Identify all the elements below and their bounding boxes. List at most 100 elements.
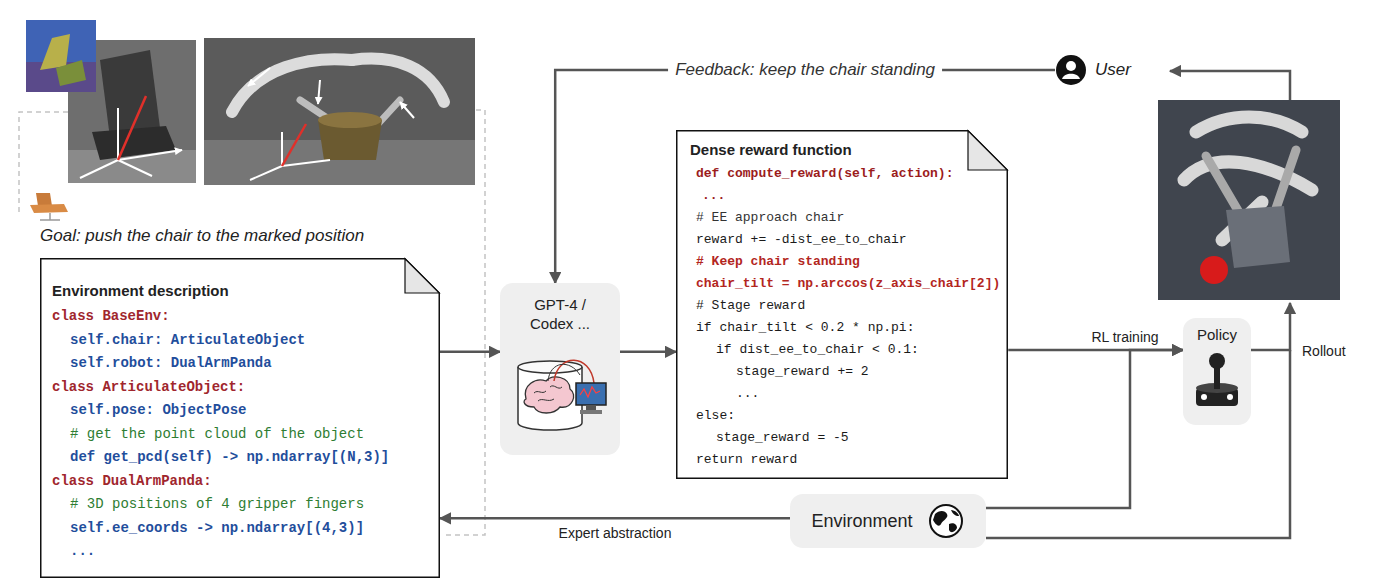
code-line: reward += -dist_ee_to_chair: [696, 229, 1000, 251]
scene-inset: [40, 34, 70, 70]
flow-label: Rollout: [1302, 343, 1346, 359]
rollout-render: [1200, 256, 1228, 284]
scene-inset: [26, 20, 96, 92]
globe-icon: [933, 511, 947, 526]
user-actor: User: [1055, 54, 1133, 86]
code-line: ...: [736, 383, 1000, 405]
chair-icon: [30, 204, 68, 213]
code-line: class DualArmPanda:: [52, 470, 426, 494]
code-line: ...: [702, 185, 1000, 207]
code-panel: Dense reward function def compute_reward(…: [676, 130, 1008, 479]
rollout-render: [1196, 117, 1302, 132]
brain-jar-icon: [580, 387, 600, 397]
robot-photo: [281, 132, 283, 166]
chair-icon: [49, 213, 51, 220]
globe-icon: [930, 505, 962, 537]
rollout-wires: [986, 71, 1290, 538]
code-line: class ArticulateObject:: [52, 376, 426, 400]
globe-icon: [927, 502, 965, 540]
user-icon: [1062, 74, 1080, 79]
robot-photo: [282, 160, 330, 166]
panel-heading: Dense reward function: [690, 140, 1000, 160]
policy-box: Policy: [1183, 318, 1251, 425]
chair-photo: [92, 126, 176, 160]
robot-photo: [400, 102, 414, 118]
code-line: # EE approach chair: [696, 207, 1000, 229]
brain-jar-icon: [524, 377, 574, 413]
environment-box: Environment: [790, 494, 986, 548]
code-line: stage_reward = -5: [716, 427, 1000, 449]
code-line: def compute_reward(self, action):: [696, 163, 1000, 185]
code-line: self.chair: ArticulateObject: [70, 329, 426, 353]
code-line: # Keep chair standing: [696, 251, 1000, 273]
brain-jar-icon: [510, 345, 610, 437]
dashed-bracket: [19, 112, 68, 214]
model-box: GPT-4 / Codex ...: [500, 283, 620, 455]
box-label: Policy: [1187, 325, 1247, 344]
user-icon: [1055, 54, 1087, 86]
flow-arrow: [620, 351, 676, 354]
user-icon: [1066, 61, 1076, 71]
rollout-wires: [1251, 303, 1290, 350]
panel-heading: Environment description: [52, 280, 426, 302]
chair-icon: [40, 219, 60, 221]
code-line: # 3D positions of 4 gripper fingers: [70, 493, 426, 517]
code-line: else:: [696, 405, 1000, 427]
folded-corner: [405, 259, 439, 293]
code-line: if chair_tilt < 0.2 * np.pi:: [696, 317, 1000, 339]
code-line: return reward: [696, 449, 1000, 471]
chair-icon: [36, 193, 52, 206]
code-panel: Environment descriptionclass BaseEnv:sel…: [40, 258, 440, 578]
edge-label: Feedback: keep the chair standing: [668, 60, 942, 80]
robot-photo: [232, 59, 352, 112]
flow-arrow: [440, 351, 500, 354]
brain-jar-icon: [576, 383, 606, 405]
code-line: stage_reward += 2: [736, 361, 1000, 383]
brain-jar-icon: [586, 405, 596, 410]
code-line: class BaseEnv:: [52, 305, 426, 329]
code-line: # get the point cloud of the object: [70, 423, 426, 447]
edge-label: Expert abstraction: [559, 525, 672, 541]
robot-photo: [232, 59, 444, 112]
box-label: GPT-4 / Codex ...: [520, 295, 600, 333]
joystick-icon: [1227, 394, 1233, 400]
robot-photo: [204, 38, 475, 185]
chair-photo: [118, 150, 182, 160]
note-outline: [41, 259, 440, 578]
globe-icon: [949, 523, 957, 532]
box-label: User: [1095, 60, 1131, 80]
brain-jar-icon: [518, 367, 582, 430]
rollout-render: [1206, 156, 1240, 214]
joystick-icon: [1209, 353, 1225, 369]
brain-jar-icon: [534, 386, 562, 401]
code-line: self.robot: DualArmPanda: [70, 352, 426, 376]
robot-photo: [248, 68, 270, 86]
joystick-icon: [1201, 394, 1207, 400]
chair-photo: [117, 108, 119, 160]
brain-jar-icon: [554, 360, 594, 383]
code-line: # Stage reward: [696, 295, 1000, 317]
rollout-render: [1226, 206, 1290, 268]
chair-photo: [80, 160, 118, 178]
chair-photo: [118, 96, 146, 160]
chair-photo: [100, 50, 160, 138]
flow-arrow: [986, 350, 1183, 508]
code-line: if dist_ee_to_chair < 0.1:: [716, 339, 1000, 361]
code-line: self.pose: ObjectPose: [70, 399, 426, 423]
chair-photo: [80, 108, 182, 178]
robot-photo: [204, 38, 475, 185]
robot-photo: [250, 166, 282, 180]
globe-icon: [951, 510, 959, 516]
rollout-render: [1158, 100, 1340, 300]
goal-caption: Goal: push the chair to the marked posit…: [40, 226, 364, 246]
robot-photo: [318, 112, 382, 128]
joystick-icon: [1192, 350, 1242, 410]
code-line: ...: [70, 540, 426, 564]
scene-inset: [26, 20, 96, 92]
box-label: Environment: [811, 511, 912, 532]
rollout-render: [1158, 100, 1340, 300]
brain-jar-icon: [548, 364, 580, 381]
robot-photo: [352, 59, 444, 102]
code-line: self.ee_coords -> np.ndarray[(4,3)]: [70, 517, 426, 541]
